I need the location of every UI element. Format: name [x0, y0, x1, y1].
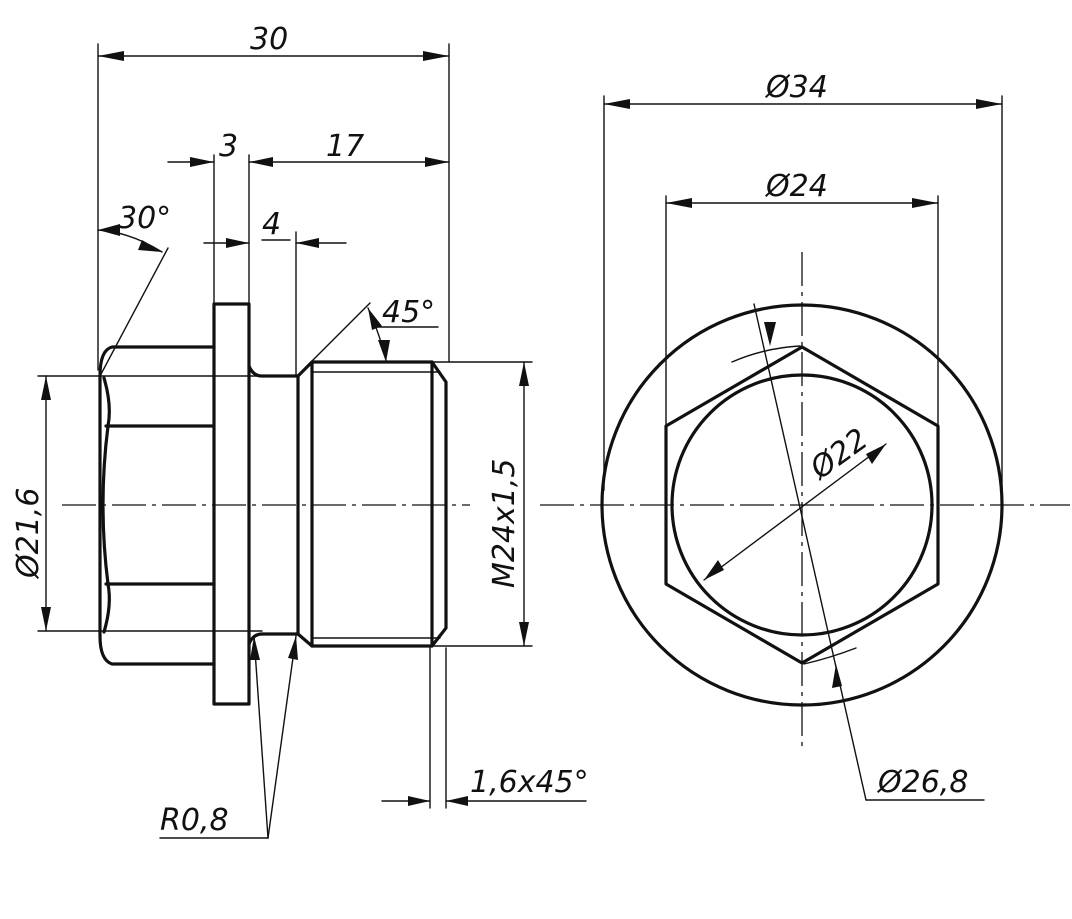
thread-body: [296, 360, 448, 648]
arrow: [250, 636, 260, 660]
arrow: [138, 240, 162, 252]
angle-leader-45: [304, 302, 371, 369]
arrow: [368, 308, 382, 330]
arrow: [666, 198, 692, 208]
arrow: [604, 99, 630, 109]
neck-outline-bottom: [247, 632, 300, 646]
dim-r08-label: R0,8: [160, 803, 229, 838]
arrow: [226, 238, 249, 248]
arrow: [296, 238, 319, 248]
arrow: [519, 362, 529, 386]
arc-d268-bottom: [803, 647, 857, 665]
side-view: 30 3 17 4 30° 45° Ø21,6: [11, 22, 589, 839]
arrow: [190, 157, 214, 167]
dim-17-label: 17: [326, 129, 364, 164]
arrow: [408, 796, 430, 806]
arrow: [425, 157, 449, 167]
collar: [212, 302, 251, 706]
arrow: [832, 664, 842, 688]
arrow: [764, 322, 776, 346]
arrow: [704, 560, 724, 580]
r08-leader-1: [253, 635, 269, 839]
arrow: [976, 99, 1002, 109]
dim-angle-30-label: 30°: [118, 201, 171, 236]
dim-line-d22: [703, 443, 887, 581]
arrow: [98, 51, 124, 61]
dim-3-label: 3: [219, 129, 238, 164]
arrow: [912, 198, 938, 208]
collar-circle: [600, 303, 1004, 707]
dim-d34-label: Ø34: [764, 70, 828, 105]
arrow: [423, 51, 449, 61]
r08-leader-2: [267, 635, 297, 839]
arrow: [866, 444, 886, 464]
arrow: [446, 796, 468, 806]
arrow: [98, 224, 120, 236]
hex-face-middle: [101, 424, 110, 586]
dim-d268-label: Ø26,8: [876, 765, 968, 800]
dim-d216-label: Ø21,6: [11, 488, 46, 580]
arrow: [249, 157, 273, 167]
angle-leader-30: [99, 247, 169, 377]
bore-circle: [670, 373, 934, 637]
dim-d24-label: Ø24: [764, 169, 828, 204]
end-view: Ø34 Ø24 Ø22 Ø26,8: [540, 70, 1070, 801]
arc-d268-top: [731, 345, 801, 363]
hex-facet-lower: [102, 582, 111, 634]
neck-outline-top: [247, 364, 300, 378]
hex-facet-upper: [102, 376, 111, 428]
dim-d22-label: Ø22: [803, 422, 875, 488]
dim-4-label: 4: [262, 207, 281, 242]
arrow: [288, 636, 298, 660]
hex-head-outline: [98, 345, 216, 666]
dim-30-label: 30: [250, 22, 288, 57]
dim-angle-45-label: 45°: [382, 295, 435, 330]
dim-line-d268: [753, 303, 867, 801]
dim-chamfer-label: 1,6x45°: [470, 765, 589, 800]
dim-m24-label: M24x1,5: [487, 458, 522, 588]
arrow: [41, 376, 51, 400]
arrow: [378, 340, 390, 362]
arrow: [41, 607, 51, 631]
arrow: [519, 622, 529, 646]
